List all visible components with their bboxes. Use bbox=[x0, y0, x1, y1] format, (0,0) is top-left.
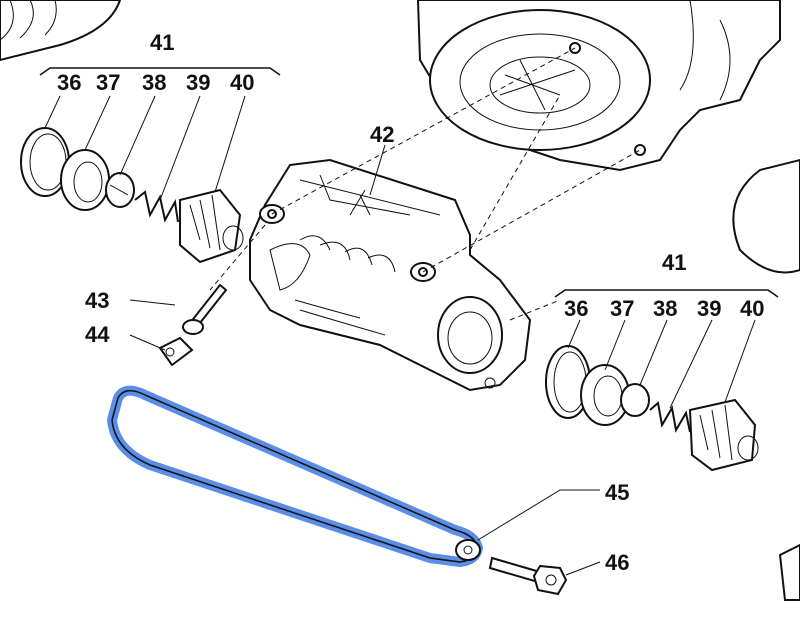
label-40-right: 40 bbox=[740, 296, 764, 321]
right-spring-39 bbox=[649, 401, 691, 433]
left-spring-39 bbox=[134, 190, 179, 223]
assembly-dashed-lines bbox=[209, 47, 641, 321]
right-part-group bbox=[545, 345, 759, 472]
label-36-right: 36 bbox=[564, 296, 588, 321]
label-40-left: 40 bbox=[230, 70, 254, 95]
label-41-right: 41 bbox=[662, 250, 686, 275]
label-37-right: 37 bbox=[610, 296, 634, 321]
label-38-right: 38 bbox=[653, 296, 677, 321]
label-37-left: 37 bbox=[96, 70, 120, 95]
right-edge-partial-part bbox=[778, 543, 800, 601]
label-42: 42 bbox=[370, 122, 394, 147]
housing-42 bbox=[249, 158, 532, 392]
label-39-right: 39 bbox=[697, 296, 721, 321]
label-38-left: 38 bbox=[142, 70, 166, 95]
label-36-left: 36 bbox=[57, 70, 81, 95]
engine-block bbox=[416, 0, 800, 274]
right-valve-38 bbox=[620, 383, 650, 417]
nut-44 bbox=[158, 336, 194, 367]
leader-lines bbox=[39, 67, 779, 576]
label-45: 45 bbox=[605, 480, 629, 505]
top-left-partial-part bbox=[0, 0, 122, 62]
callout-labels: 41 36 37 38 39 40 42 41 36 37 38 39 40 4… bbox=[57, 30, 764, 575]
label-39-left: 39 bbox=[186, 70, 210, 95]
bracket-45 bbox=[107, 385, 483, 567]
screw-43 bbox=[182, 283, 228, 335]
label-46: 46 bbox=[605, 550, 629, 575]
left-part-group bbox=[20, 127, 244, 264]
label-44: 44 bbox=[85, 322, 110, 347]
label-41-left: 41 bbox=[150, 30, 174, 55]
bolt-46 bbox=[488, 556, 568, 596]
label-43: 43 bbox=[85, 288, 109, 313]
